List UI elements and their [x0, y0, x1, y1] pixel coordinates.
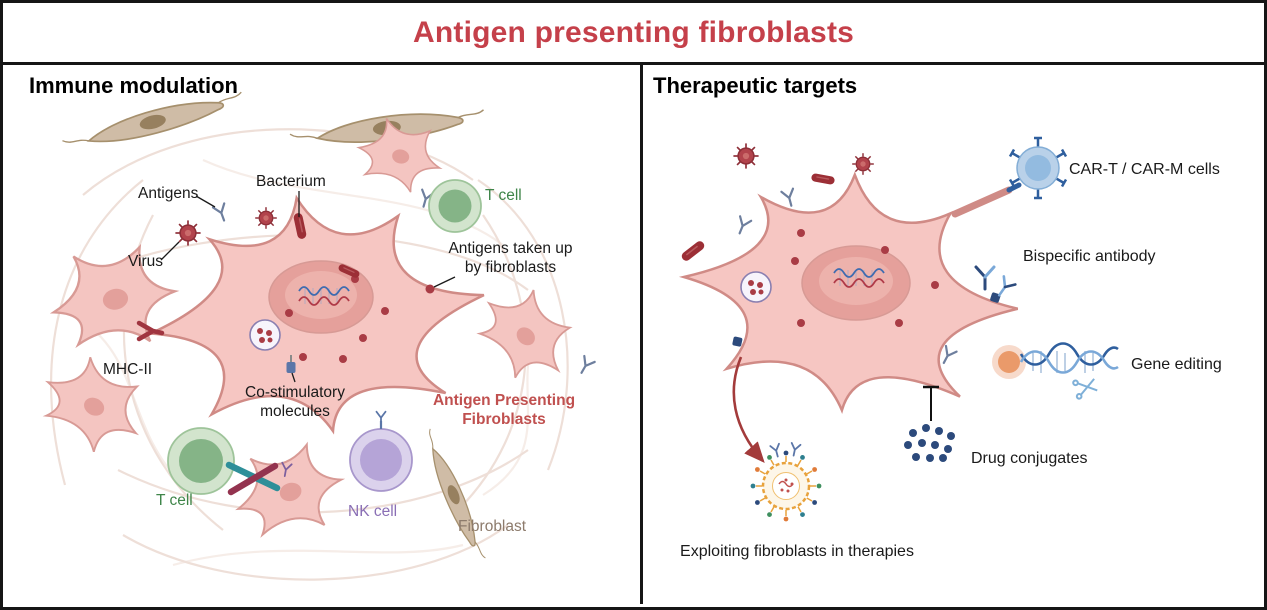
- pink-fibroblast-icon: [223, 432, 355, 550]
- bispecific-label: Bispecific antibody: [1023, 248, 1156, 265]
- gene-editing-label: Gene editing: [1131, 356, 1222, 373]
- t-cell-bottom-label: T cell: [156, 492, 193, 509]
- antigen-icon: [575, 354, 596, 377]
- receptor-icon: [375, 410, 387, 425]
- drug-conjugates-label: Drug conjugates: [971, 450, 1088, 467]
- drug-conjugates-icon: [904, 385, 955, 462]
- apf-label: Antigen Presenting Fibroblasts: [432, 392, 576, 428]
- bacterium-label: Bacterium: [256, 173, 326, 190]
- antigen-dots: [285, 275, 435, 363]
- vesicle: [740, 271, 772, 303]
- apf-cell: [136, 184, 494, 445]
- antigen-icon: [211, 202, 231, 224]
- immune-modulation-illustration: [28, 88, 596, 581]
- bacterium-icon: [810, 172, 836, 186]
- panel-heading: Immune modulation: [29, 73, 238, 98]
- exploiting-label: Exploiting fibroblasts in therapies: [680, 543, 914, 560]
- scissors-icon: [1072, 378, 1098, 400]
- vesicle: [249, 319, 281, 351]
- virus-icon: [174, 219, 202, 247]
- fibroblast-label: Fibroblast: [458, 518, 527, 535]
- bacterium-icon: [679, 238, 707, 264]
- antibody-icon: [769, 442, 783, 459]
- nk-cell-label: NK cell: [348, 503, 398, 520]
- panel-heading: Therapeutic targets: [653, 73, 858, 98]
- virus-label: Virus: [128, 253, 164, 270]
- dna-icon: [298, 286, 350, 306]
- immune-modulation-panel: Immune modulation Antigens Bacterium Vir…: [3, 65, 640, 604]
- therapeutic-targets-panel: Therapeutic targets CAR-T / CAR-M cells …: [643, 65, 1264, 604]
- antigen-dots: [791, 229, 939, 327]
- bispecific-antibody-icon: [974, 265, 1017, 303]
- receptor-square: [732, 336, 743, 347]
- figure-title: Antigen presenting fibroblasts: [412, 15, 855, 49]
- mhc-receptor: [136, 320, 165, 342]
- t-cell-top-label: T cell: [485, 187, 522, 204]
- antigen-icon: [732, 215, 753, 237]
- co-stimulatory-label: Co-stimulatory molecules: [245, 384, 345, 420]
- apf-cell: [667, 151, 1035, 434]
- dna-icon: [833, 268, 885, 288]
- costim-molecule: [286, 355, 296, 373]
- virus-icon: [851, 152, 875, 176]
- antigen-icon: [780, 187, 799, 209]
- pink-fibroblast-icon: [462, 272, 588, 397]
- nanoparticle-icon: [750, 442, 822, 522]
- therapeutic-targets-illustration: [667, 136, 1119, 522]
- virus-icon: [732, 142, 760, 170]
- virus-icon: [254, 206, 278, 230]
- title-bar: Antigen presenting fibroblasts: [3, 3, 1264, 65]
- car-connector: [951, 182, 1022, 218]
- therapy-arrow: [732, 336, 765, 463]
- mhc-label: MHC-II: [103, 361, 153, 378]
- gene-editing-icon: [992, 342, 1119, 400]
- car-cell: [1008, 136, 1068, 200]
- panels-row: Immune modulation Antigens Bacterium Vir…: [3, 65, 1264, 604]
- pointer-lines: [160, 191, 456, 383]
- tcr-receptor: [227, 462, 279, 496]
- panel-divider: [640, 65, 643, 604]
- antigens-taken-up-label: Antigens taken up by fibroblasts: [448, 240, 573, 276]
- antigens-label: Antigens: [138, 185, 199, 202]
- car-cells-label: CAR-T / CAR-M cells: [1069, 161, 1220, 178]
- t-cell-bottom: [167, 427, 293, 496]
- antibody-icon: [788, 442, 802, 458]
- nk-cell: [349, 410, 413, 492]
- t-cell-top: [428, 179, 482, 233]
